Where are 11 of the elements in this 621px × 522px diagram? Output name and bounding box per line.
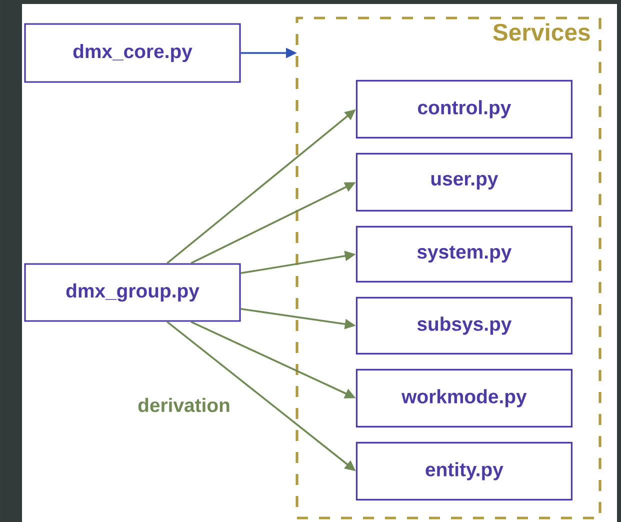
- annotation-label: derivation: [138, 398, 230, 412]
- file-box: dmx_group.py: [24, 263, 241, 322]
- dashed-group-box: [296, 16, 602, 520]
- file-box: control.py: [356, 80, 572, 138]
- file-box: entity.py: [356, 442, 572, 500]
- file-box: system.py: [356, 226, 572, 282]
- file-box: dmx_core.py: [24, 23, 241, 83]
- group-heading: Services: [493, 23, 590, 41]
- file-box: workmode.py: [356, 368, 572, 428]
- file-box: user.py: [356, 152, 572, 212]
- file-box: subsys.py: [356, 296, 572, 354]
